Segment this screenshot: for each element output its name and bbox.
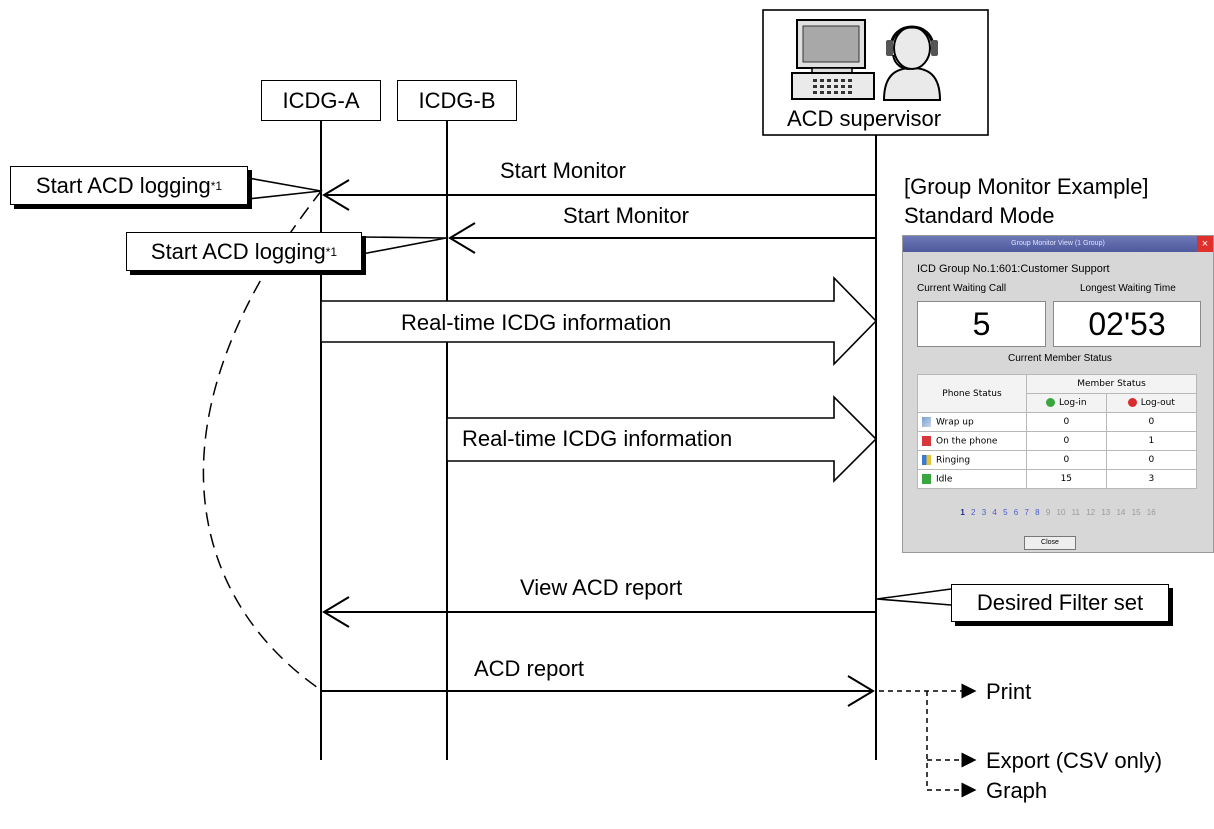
close-button[interactable]: Close: [1024, 536, 1076, 550]
member-status-caption: Current Member Status: [1008, 353, 1112, 364]
callout-logging-b: Start ACD logging*1: [126, 232, 362, 271]
page-link[interactable]: 2: [971, 508, 976, 517]
page-link[interactable]: 6: [1013, 508, 1019, 517]
page-link[interactable]: 9: [1045, 508, 1051, 517]
col-member-status: Member Status: [1026, 374, 1197, 394]
page-link[interactable]: 12: [1086, 508, 1096, 517]
msg-start-monitor-2: Start Monitor: [563, 203, 689, 228]
callout-pointer-logging-b: [361, 236, 447, 255]
member-status-table: Phone Status Member Status Log-in Log-ou…: [917, 374, 1198, 489]
phone-ringing-icon: [922, 454, 931, 465]
dashed-logging-arc: [202, 189, 323, 691]
phone-green-icon: [922, 473, 931, 484]
msg-view-report: View ACD report: [520, 575, 683, 600]
col-phone-status: Phone Status: [917, 374, 1027, 413]
msg-acd-report: ACD report: [474, 656, 585, 681]
col-logout: Log-out: [1105, 393, 1198, 413]
page-link[interactable]: 16: [1146, 508, 1156, 517]
longest-waiting-value: 02'53: [1053, 301, 1201, 347]
table-row: On the phone 0 1: [917, 431, 1198, 451]
msg-realtime-2: Real-time ICDG information: [462, 426, 733, 451]
example-title: [Group Monitor Example]: [904, 174, 1149, 199]
page-link[interactable]: 7: [1024, 508, 1029, 517]
waiting-call-label: Current Waiting Call: [917, 283, 1007, 294]
page-link[interactable]: 1: [960, 508, 965, 517]
page-link[interactable]: 3: [981, 508, 987, 517]
callout-pointer-filter: [876, 588, 952, 606]
page-selector: 1 2 3 4 5 6 7 8 9 10 11 12 13 14 15 16: [903, 508, 1213, 517]
output-graph: Graph: [986, 778, 1048, 803]
login-dot-icon: [1046, 398, 1056, 407]
wrap-up-icon: [922, 416, 931, 427]
block-arrow-realtime-a: [320, 276, 878, 366]
table-row: Idle 15 3: [917, 469, 1198, 489]
col-login: Log-in: [1026, 393, 1107, 413]
output-export: Export (CSV only): [986, 748, 1163, 773]
page-link[interactable]: 5: [1003, 508, 1008, 517]
page-link[interactable]: 4: [992, 508, 997, 517]
computer-icon: [791, 19, 875, 100]
table-row: Ringing 0 0: [917, 450, 1198, 470]
group-monitor-window: Group Monitor View (1 Group) × ICD Group…: [902, 235, 1214, 553]
msg-realtime-1: Real-time ICDG information: [401, 310, 672, 335]
page-link[interactable]: 10: [1056, 508, 1066, 517]
longest-waiting-label: Longest Waiting Time: [1080, 283, 1176, 294]
page-link[interactable]: 13: [1101, 508, 1111, 517]
callout-logging-a: Start ACD logging*1: [10, 166, 248, 205]
actor-icdg-b: ICDG-B: [397, 80, 517, 121]
window-titlebar: Group Monitor View (1 Group): [903, 236, 1213, 252]
page-link[interactable]: 11: [1071, 508, 1080, 517]
waiting-call-value: 5: [917, 301, 1046, 347]
page-link[interactable]: 8: [1035, 508, 1040, 517]
actor-supervisor-label: ACD supervisor: [787, 106, 942, 131]
window-close-icon[interactable]: ×: [1197, 236, 1213, 252]
block-arrow-realtime-b: [446, 395, 878, 483]
logout-dot-icon: [1127, 398, 1137, 407]
msg-start-monitor-1: Start Monitor: [500, 158, 626, 183]
callout-pointer-logging-a: [247, 177, 322, 200]
phone-red-icon: [922, 435, 931, 446]
actor-icdg-a: ICDG-A: [261, 80, 381, 121]
table-row: Wrap up 0 0: [917, 412, 1198, 432]
page-link[interactable]: 14: [1116, 508, 1126, 517]
page-link[interactable]: 15: [1131, 508, 1141, 517]
callout-filter: Desired Filter set: [951, 584, 1169, 622]
group-name: ICD Group No.1:601:Customer Support: [917, 263, 1110, 275]
output-print: Print: [986, 679, 1032, 704]
operator-headset-icon: [882, 25, 942, 101]
example-mode: Standard Mode: [904, 203, 1055, 228]
